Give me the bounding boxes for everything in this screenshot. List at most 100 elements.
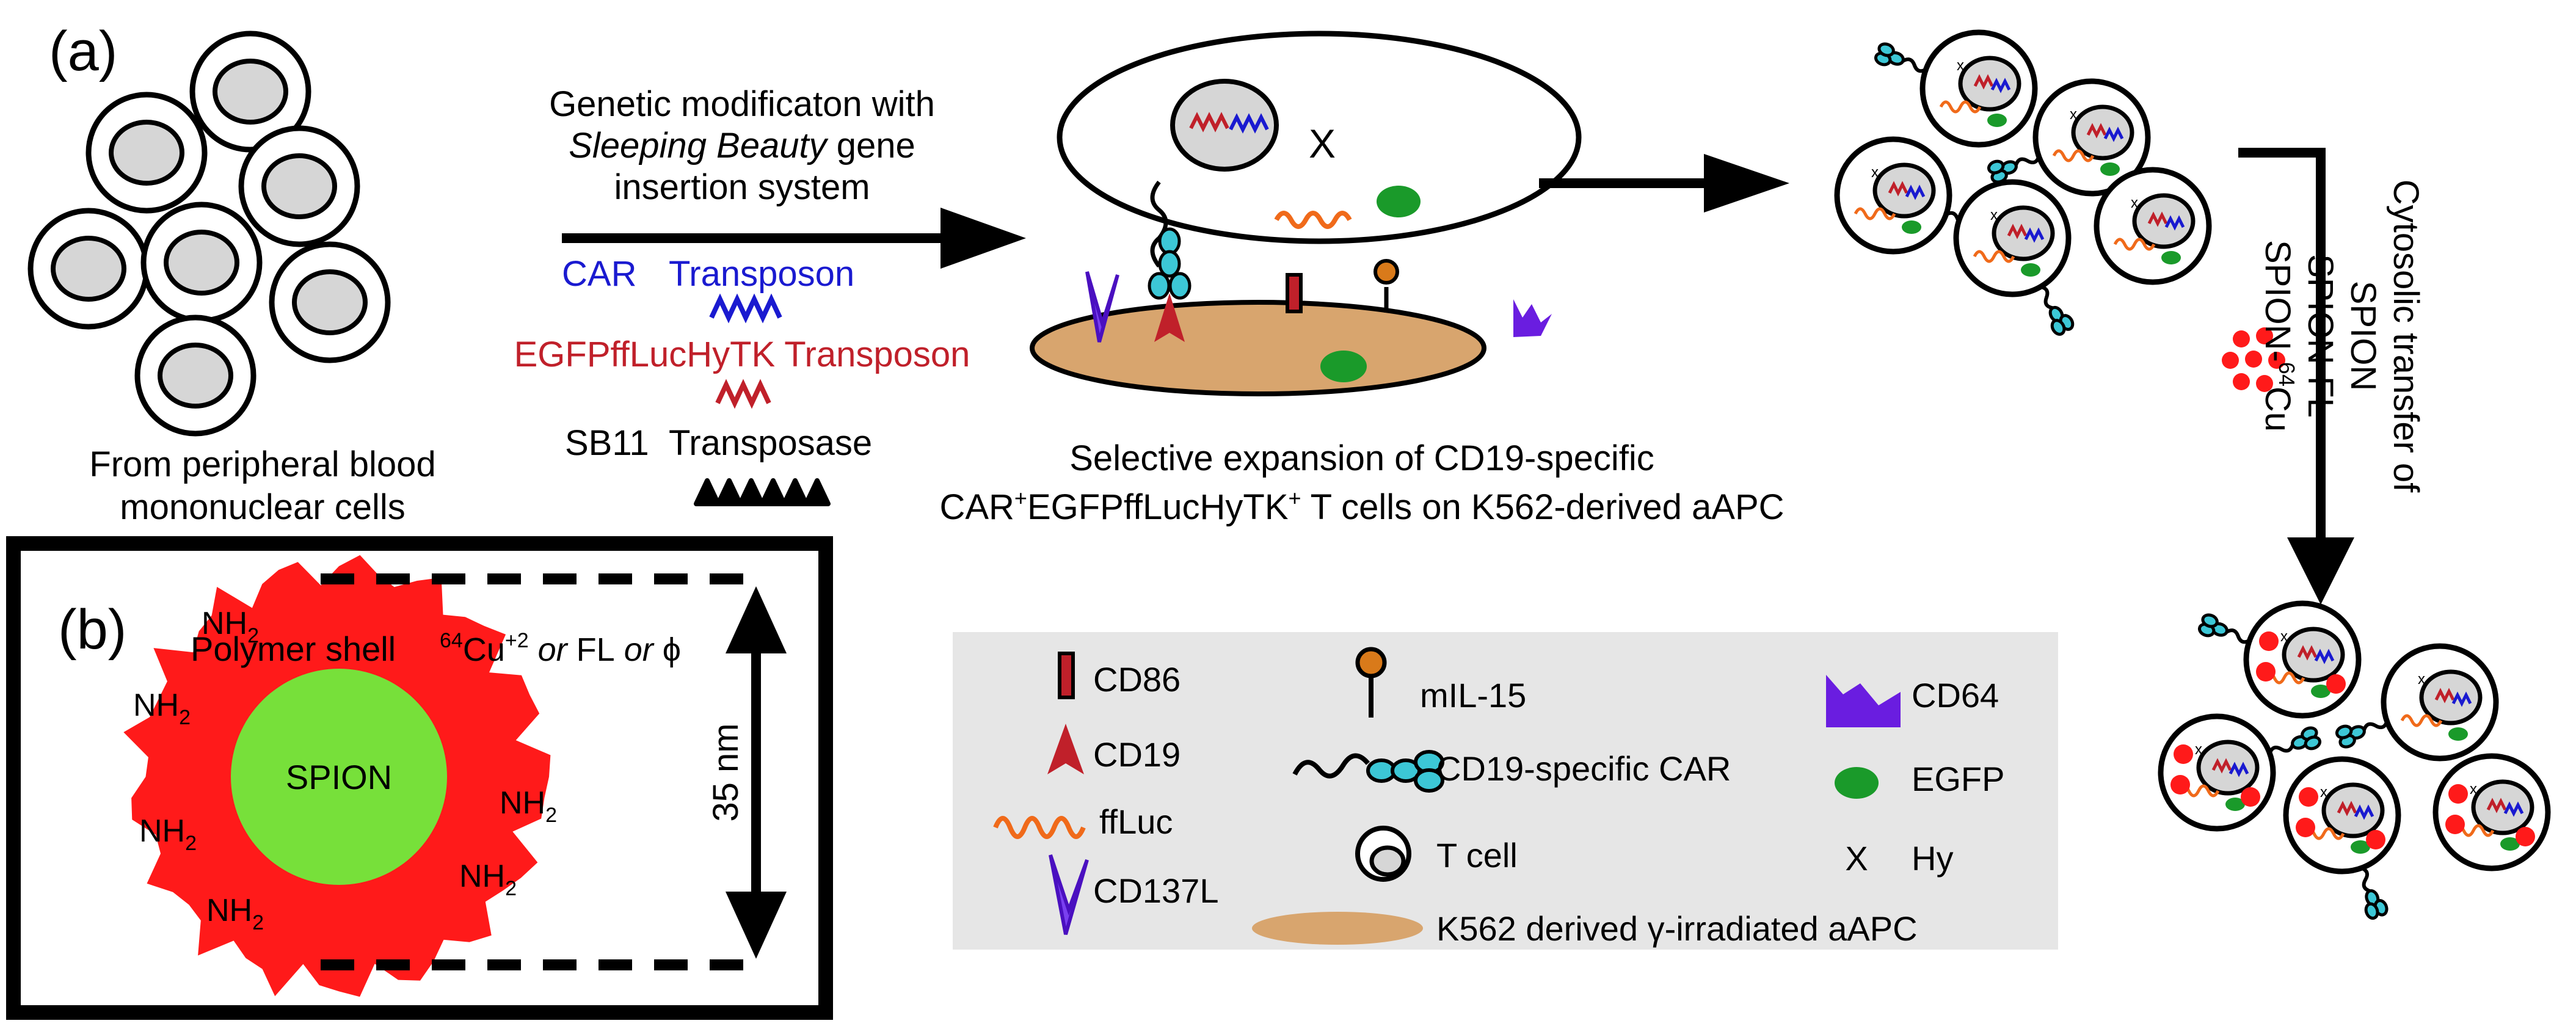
legend-k562-icon [1252, 912, 1423, 945]
spion-particle [2259, 631, 2279, 651]
egfp-icon [1320, 351, 1367, 382]
legend-ffluc: ffLuc [1099, 802, 1173, 841]
spion-particle [2516, 827, 2535, 846]
modification-line3: insertion system [614, 167, 870, 207]
legend-hy-icon: X [1845, 839, 1868, 878]
car-receptor-icon [2360, 866, 2389, 920]
modification-line1: Genetic modificaton with [549, 84, 935, 124]
hy-marker: x [2195, 741, 2202, 758]
spion-particles [2222, 327, 2285, 392]
car-receptor-icon [1987, 156, 2041, 184]
modified-tcell: x [2381, 643, 2499, 762]
modified-tcell: x [2432, 753, 2551, 871]
legend-cd86-icon [1058, 652, 1075, 699]
hy-marker: x [2470, 781, 2477, 798]
pbmc-cell [272, 244, 388, 360]
spion-particle [2170, 775, 2190, 794]
legend-car-stalk [1292, 753, 1370, 779]
legend-hy: Hy [1912, 839, 1953, 878]
modification-line2: Sleeping Beauty gene [569, 126, 915, 165]
pbmc-cell [31, 211, 147, 327]
mil15-icon [1374, 259, 1399, 285]
modified-tcell: x [2032, 78, 2151, 197]
pbmc-caption-line1: From peripheral blood [89, 445, 435, 484]
ffluc-icon [1939, 100, 1982, 114]
legend-cd137l: CD137L [1093, 871, 1218, 910]
size-arrow-up [726, 586, 787, 653]
nh2-group: NH2 [500, 785, 557, 827]
panel-a-label: (a) [49, 20, 117, 82]
payload-label: 64Cu+2 or FL or ϕ [440, 629, 681, 668]
ffluc-icon [1973, 250, 2015, 263]
ffluc-icon [2400, 714, 2443, 727]
cytosolic-transfer-text: Cytosolic transfer of SPION SPION-FL SPI… [2258, 180, 2426, 493]
egfp-icon [2021, 263, 2040, 277]
car-receptor-icon [1874, 42, 1927, 73]
legend-mil15-icon [1355, 647, 1387, 678]
cytosolic-line1: Cytosolic transfer of [2386, 180, 2426, 493]
hy-marker: x [2131, 195, 2138, 211]
apc-tcell-interaction: X [1030, 31, 1582, 396]
legend-tcell: T cell [1436, 836, 1518, 874]
legend-cd137l-icon [1049, 854, 1089, 935]
pbmc-caption-line2: mononuclear cells [120, 487, 405, 527]
ffluc-icon [1854, 207, 1896, 220]
spion-core-label: SPION [286, 758, 392, 796]
hy-marker: x [2070, 106, 2077, 123]
spion-particle [2299, 787, 2318, 807]
egfp-icon [2448, 727, 2468, 741]
modified-tcell: x [1953, 179, 2072, 297]
legend: CD86 CD19 ffLuc CD137L mIL-15 CD19-speci… [953, 632, 2058, 950]
egfp-transposon-icon [715, 379, 771, 409]
cd64-icon [1513, 299, 1552, 337]
car-transposon-label: Transposon [669, 254, 854, 294]
ffluc-icon [1274, 211, 1352, 229]
cd19-icon [1154, 293, 1185, 342]
legend-k562: K562 derived γ-irradiated aAPC [1436, 909, 1918, 948]
legend-cd86: CD86 [1093, 660, 1181, 699]
hy-marker: x [2418, 671, 2425, 688]
arrow-expansion [1539, 154, 1789, 213]
egfp-icon [1987, 114, 2007, 127]
pbmc-cell [144, 205, 260, 321]
spion-particle [2256, 662, 2276, 682]
spion-core [231, 669, 447, 885]
legend-cd64: CD64 [1912, 676, 1999, 714]
nh2-group: NH2 [459, 859, 517, 900]
egfp-icon [2225, 798, 2245, 811]
cd86-icon [1286, 273, 1303, 313]
cd137l-icon [1085, 271, 1119, 343]
legend-egfp-icon [1835, 767, 1879, 799]
car-stalk-icon [1150, 180, 1168, 268]
panel-b-label: (b) [58, 598, 126, 661]
ffluc-icon [2052, 149, 2095, 162]
modified-tcell: x [1834, 136, 1952, 255]
size-arrow-down [726, 892, 787, 959]
modified-tcell: x [2094, 167, 2212, 285]
legend-cd19: CD19 [1093, 735, 1181, 774]
legend-cd64-icon [1826, 675, 1901, 727]
transposase-icon [694, 478, 831, 506]
nh2-group: NH2 [202, 606, 259, 647]
car-receptor-icon [2040, 285, 2075, 336]
car-receptor-icon [2197, 613, 2251, 644]
egfp-transposon-label: EGFPffLucHyTK Transposon [514, 335, 970, 374]
legend-mil15: mIL-15 [1420, 676, 1526, 714]
expansion-caption-line1: Selective expansion of CD19-specific [1069, 438, 1654, 478]
legend-egfp: EGFP [1912, 760, 2004, 798]
modified-tcell: x [2158, 713, 2276, 832]
spion-particle [2296, 818, 2315, 837]
size-label: 35 nm [706, 723, 746, 821]
egfp-icon [2351, 840, 2370, 854]
pbmc-cluster [31, 34, 388, 434]
hy-marker: x [2280, 628, 2288, 645]
modified-tcell: x [1919, 29, 2038, 148]
legend-car: CD19-specific CAR [1436, 749, 1731, 788]
cytosolic-line4: SPION-64Cu [2258, 240, 2299, 432]
egfp-icon [1902, 220, 1921, 234]
polymer-shell-label: Polymer shell [191, 630, 396, 668]
